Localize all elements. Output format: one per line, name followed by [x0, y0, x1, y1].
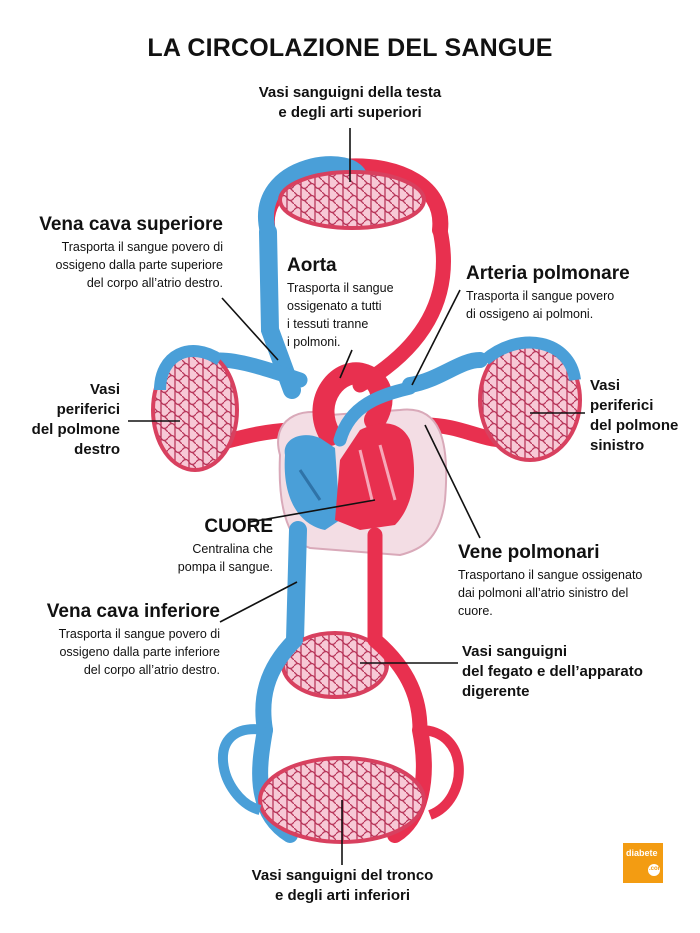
page-title: LA CIRCOLAZIONE DEL SANGUE — [147, 34, 553, 62]
label-head-vessels-line1: Vasi sanguigni della testa — [258, 84, 442, 101]
aorta-desc-line4: i polmoni. — [287, 335, 341, 349]
pulmonary-veins-title: Vene polmonari — [458, 542, 600, 563]
pulmonary-artery-desc: Trasporta il sangue povero di ossigeno a… — [466, 287, 630, 323]
leader-pulmonary-veins — [424, 424, 481, 539]
aorta-title: Aorta — [287, 255, 337, 276]
pulmonary-artery-title: Arteria polmonare — [466, 263, 630, 284]
left-lung-line1: Vasi — [590, 377, 621, 394]
left-lung-line2: periferici — [590, 397, 654, 414]
head-artery — [352, 222, 451, 393]
aorta-desc-line1: Trasporta il sangue — [287, 281, 394, 295]
diabete-logo: diabete .com — [623, 843, 663, 883]
vena-cava-inferior-desc-line2: ossigeno dalla parte inferiore — [59, 645, 220, 659]
trunk-capillary-network — [218, 722, 464, 844]
label-heart: CUORE Centralina che pompa il sangue. — [130, 515, 273, 576]
vena-cava-superior-desc-line3: del corpo all’atrio destro. — [86, 276, 223, 290]
label-pulmonary-veins: Vene polmonari Trasportano il sangue oss… — [458, 541, 642, 620]
label-trunk-vessels: Vasi sanguigni del tronco e degli arti i… — [230, 866, 455, 906]
label-vena-cava-inferior: Vena cava inferiore Trasporta il sangue … — [20, 600, 220, 679]
vena-cava-superior-title: Vena cava superiore — [39, 214, 223, 235]
vena-cava-inferior-desc: Trasporta il sangue povero di ossigeno d… — [20, 625, 220, 679]
aorta-desc-line2: ossigenato a tutti — [287, 299, 382, 313]
liver-vessels-line2: del fegato e dell’apparato — [462, 663, 643, 680]
trunk-vessels-line1: Vasi sanguigni del tronco — [251, 867, 434, 884]
left-lung-line4: sinistro — [590, 437, 645, 454]
leader-heart — [249, 499, 376, 523]
label-head-vessels: Vasi sanguigni della testa e degli arti … — [250, 83, 450, 123]
logo-domain: .com — [649, 866, 664, 872]
liver-capillary-network — [255, 631, 428, 738]
pulmonary-veins-desc: Trasportano il sangue ossigenato dai pol… — [458, 566, 642, 620]
trunk-vessels-line2: e degli arti inferiori — [274, 887, 411, 904]
pulmonary-veins-desc-line2: dai polmoni all’atrio sinistro del — [458, 586, 629, 600]
vena-cava-superior-desc-line2: ossigeno dalla parte superiore — [55, 258, 223, 272]
leader-vena-cava-inferior — [219, 581, 298, 623]
heart-desc-line2: pompa il sangue. — [177, 560, 273, 574]
logo-text: diabete — [626, 848, 658, 858]
right-lung-line4: destro — [74, 441, 120, 458]
right-lung-line1: Vasi — [89, 381, 120, 398]
pulmonary-artery-desc-line2: di ossigeno ai polmoni. — [466, 307, 594, 321]
left-lung-line3: del polmone — [590, 417, 679, 434]
vena-cava-inferior-desc-line3: del corpo all’atrio destro. — [83, 663, 220, 677]
pulmonary-veins-desc-line3: cuore. — [458, 604, 493, 618]
right-lung-capillary-network — [151, 345, 308, 472]
leader-lines — [128, 128, 585, 865]
label-left-lung: Vasi periferici del polmone sinistro — [590, 376, 678, 456]
label-aorta: Aorta Trasporta il sangue ossigenato a t… — [287, 254, 394, 351]
pulmonary-artery-vessel — [333, 381, 417, 447]
head-capillary-network — [258, 156, 449, 240]
pulmonary-veins-desc-line1: Trasportano il sangue ossigenato — [458, 568, 643, 582]
vena-cava-superior-desc: Trasporta il sangue povero di ossigeno d… — [20, 238, 223, 292]
leader-vena-cava-superior — [221, 297, 279, 361]
aorta-desc: Trasporta il sangue ossigenato a tutti i… — [287, 279, 394, 351]
label-liver-vessels: Vasi sanguigni del fegato e dell’apparat… — [462, 642, 643, 702]
vena-cava-superior-desc-line1: Trasporta il sangue povero di — [61, 240, 223, 254]
label-vena-cava-superior: Vena cava superiore Trasporta il sangue … — [20, 213, 223, 292]
pulmonary-artery-desc-line1: Trasporta il sangue povero — [466, 289, 615, 303]
heart-desc: Centralina che pompa il sangue. — [130, 540, 273, 576]
liver-vessels-line1: Vasi sanguigni — [462, 643, 568, 660]
logo-dot — [648, 864, 660, 876]
right-lung-line2: periferici — [56, 401, 120, 418]
vena-cava-inferior-title: Vena cava inferiore — [46, 601, 220, 622]
aorta-desc-line3: i tessuti tranne — [287, 317, 369, 331]
label-right-lung: Vasi periferici del polmone destro — [20, 380, 120, 460]
inferior-vena-cava — [286, 521, 307, 649]
right-lung-line3: del polmone — [31, 421, 120, 438]
label-pulmonary-artery: Arteria polmonare Trasporta il sangue po… — [466, 262, 630, 323]
heart-title: CUORE — [204, 516, 273, 537]
leader-aorta — [339, 349, 353, 379]
heart-desc-line1: Centralina che — [192, 542, 273, 556]
vena-cava-inferior-desc-line1: Trasporta il sangue povero di — [58, 627, 220, 641]
label-head-vessels-line2: e degli arti superiori — [278, 104, 422, 121]
liver-vessels-line3: digerente — [462, 683, 530, 700]
leader-pulmonary-artery — [411, 289, 461, 386]
